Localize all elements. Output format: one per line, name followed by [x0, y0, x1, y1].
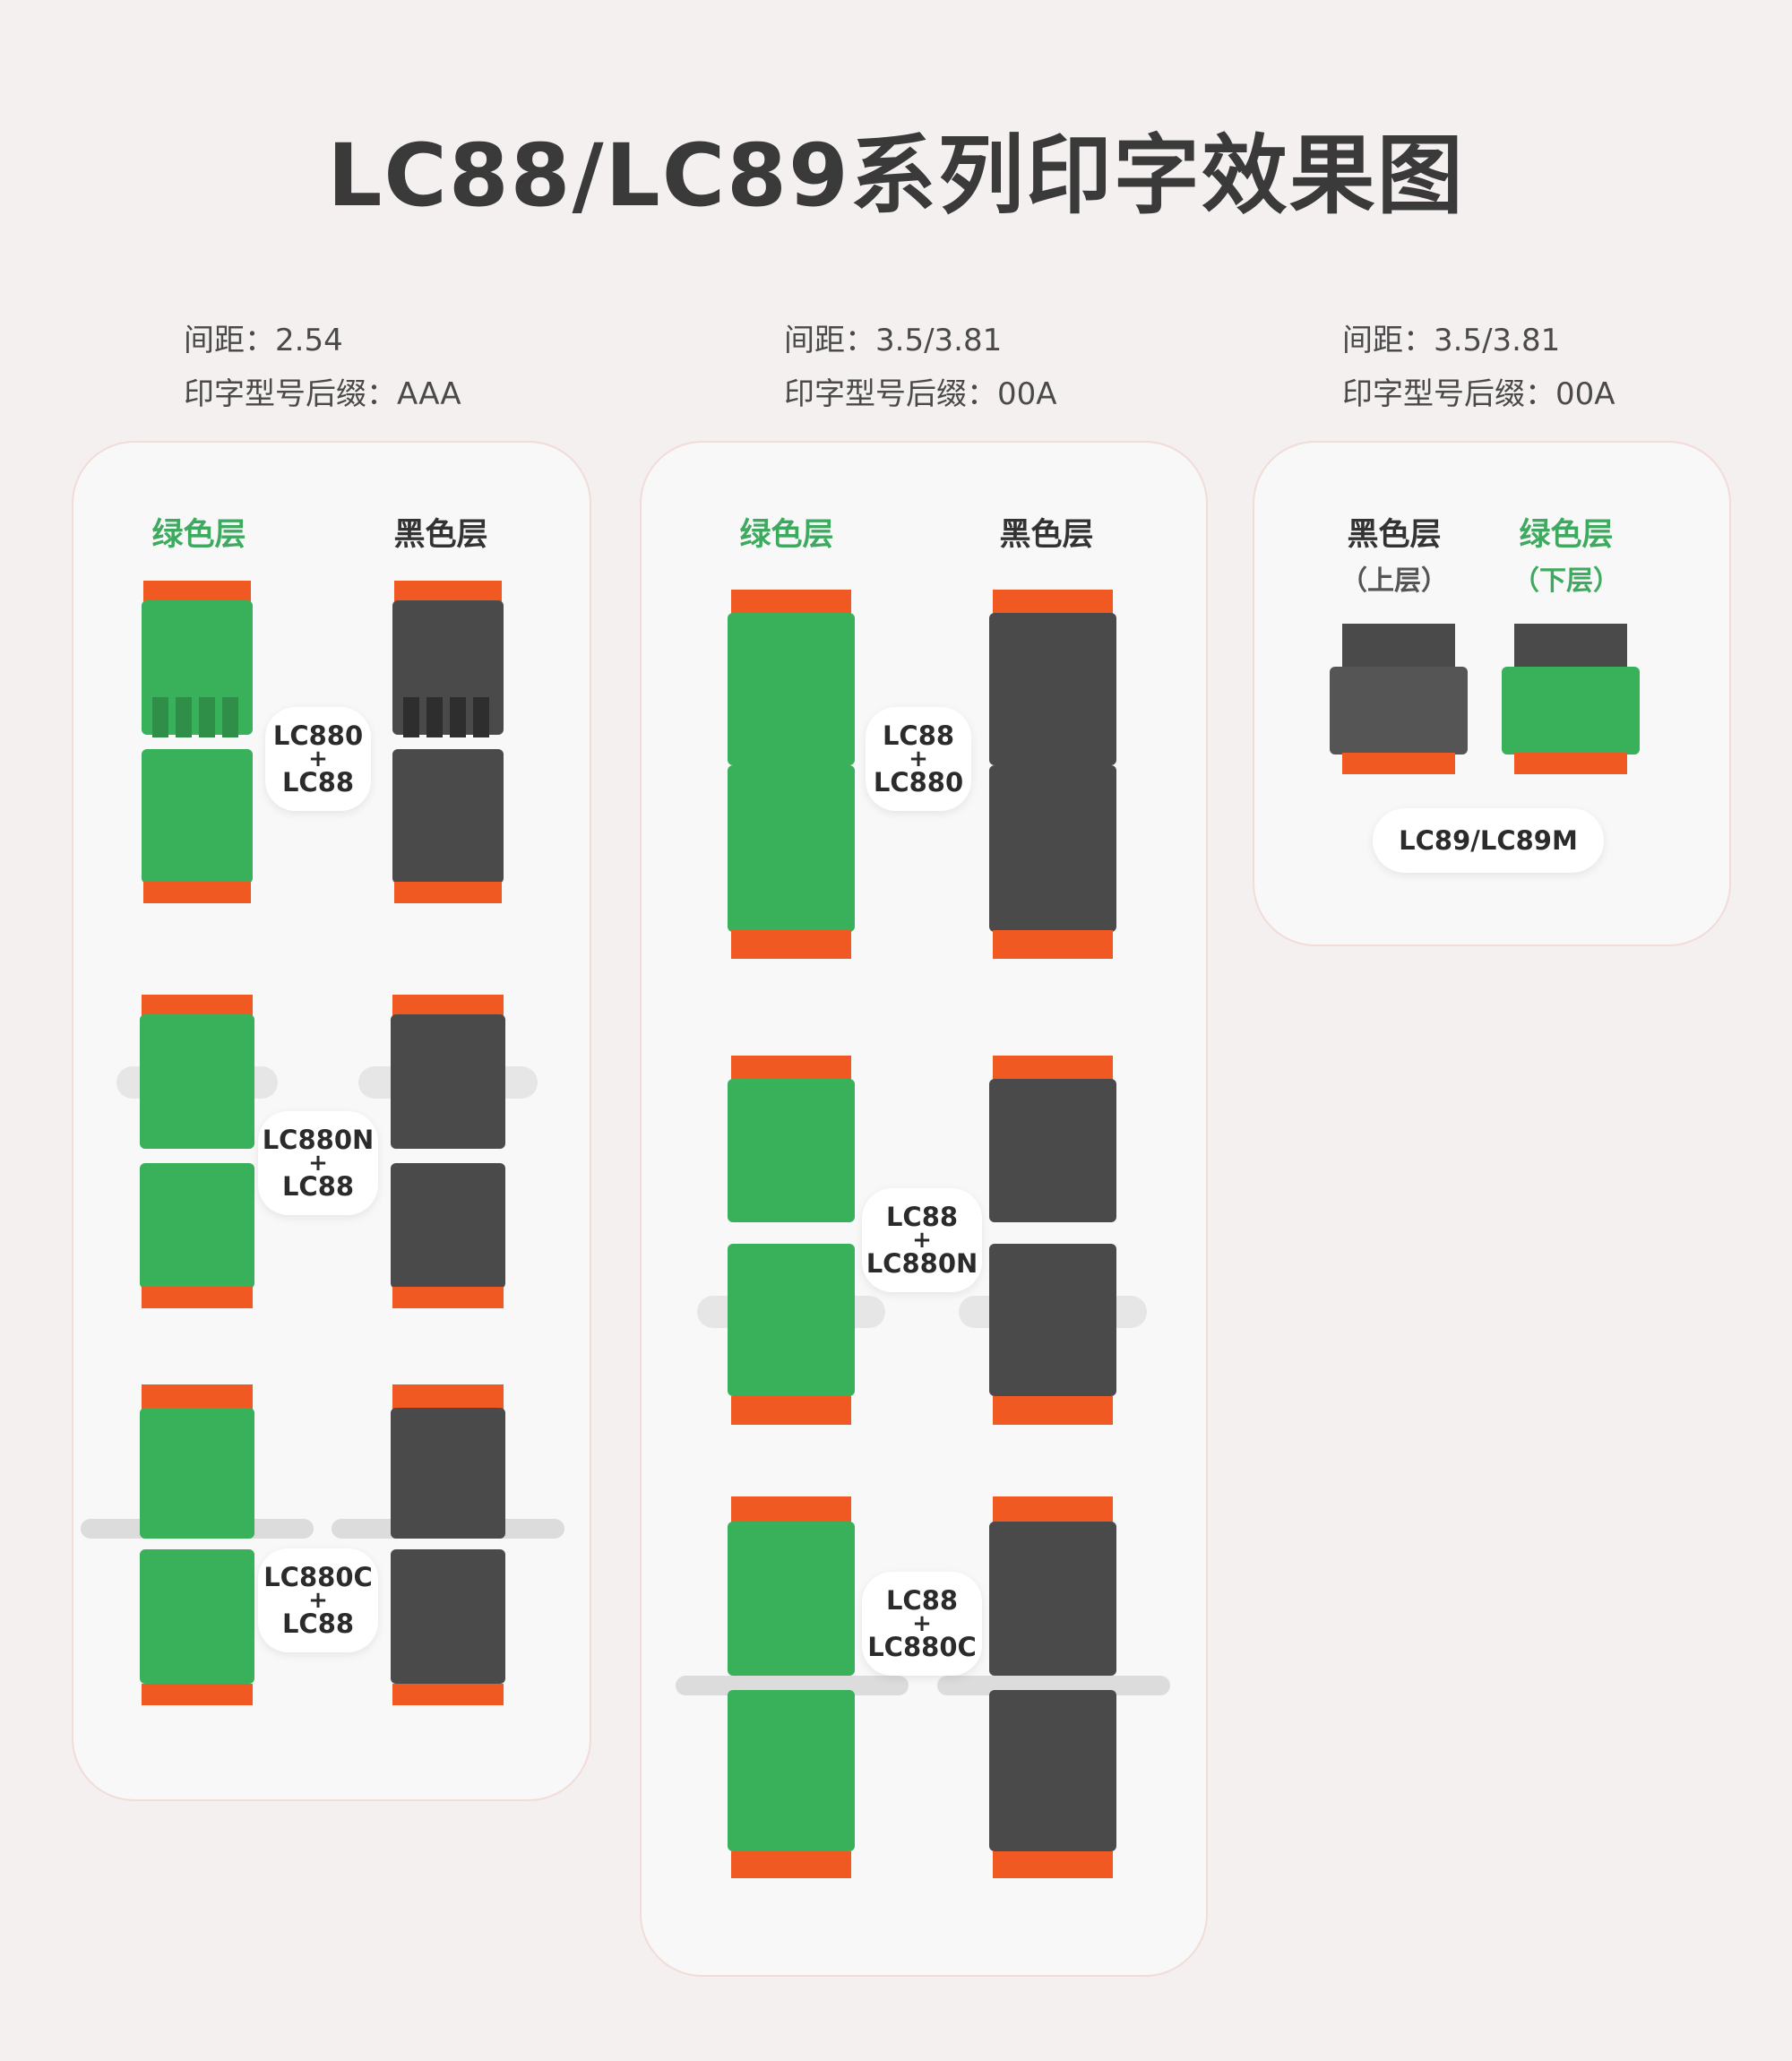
model-line2: LC880: [873, 767, 964, 798]
layer-label-green-lower: 绿色层 （下层）: [1477, 509, 1656, 598]
model-label: LC88 + LC880C: [862, 1572, 982, 1676]
model-line1: LC880N: [262, 1125, 375, 1155]
connector-image-black-lc88-lc880c: [937, 1496, 1170, 1882]
connector-image-green-lc88-lc880c: [676, 1496, 909, 1882]
column-3-specs: 间距：3.5/3.81 印字型号后缀：00A: [1342, 314, 1615, 421]
layer-name: 绿色层: [1519, 517, 1614, 553]
connector-image-lc89-black: [1330, 624, 1468, 776]
spacing-label: 间距：3.5/3.81: [784, 323, 1003, 358]
connector-image-black-lc88-lc880n: [959, 1056, 1147, 1425]
model-line1: LC880C: [263, 1562, 373, 1592]
connector-image-green-lc880c: [81, 1384, 314, 1707]
connector-image-black-lc88-lc880: [986, 590, 1120, 959]
model-line2: LC88: [281, 767, 355, 798]
plus-sign: +: [912, 1610, 932, 1637]
model-label: LC88 + LC880: [866, 707, 971, 811]
model-line2: LC880N: [866, 1248, 978, 1279]
model-line2: LC88: [281, 1608, 355, 1639]
layer-label-black: 黑色层: [999, 517, 1094, 553]
plus-sign: +: [308, 746, 328, 772]
column-2-specs: 间距：3.5/3.81 印字型号后缀：00A: [784, 314, 1057, 421]
layer-label-green: 绿色层: [739, 517, 834, 553]
page-title: LC88/LC89系列印字效果图: [327, 125, 1465, 226]
model-label: LC880N + LC88: [258, 1111, 378, 1215]
connector-image-green-lc88-lc880: [724, 590, 858, 959]
model-line1: LC880: [272, 720, 364, 751]
plus-sign: +: [308, 1150, 328, 1177]
connector-image-green-lc880n: [116, 995, 278, 1308]
spacing-label: 间距：3.5/3.81: [1342, 323, 1561, 358]
layer-label-green: 绿色层: [151, 517, 246, 553]
connector-image-black-lc880: [385, 581, 511, 903]
model-label-lc89: LC89/LC89M: [1373, 808, 1604, 873]
model-label: LC880 + LC88: [265, 707, 371, 811]
plus-sign: +: [909, 746, 928, 772]
connector-image-black-lc880c: [332, 1384, 564, 1707]
layer-sub: （上层）: [1340, 565, 1448, 597]
model-line1: LC88: [882, 720, 955, 751]
connector-image-lc89-green: [1502, 624, 1640, 776]
column-1-specs: 间距：2.54 印字型号后缀：AAA: [184, 314, 461, 421]
model-label: LC88 + LC880N: [862, 1188, 982, 1292]
connector-image-black-lc880n: [358, 995, 538, 1308]
suffix-label: 印字型号后缀：AAA: [184, 376, 461, 412]
layer-sub: （下层）: [1512, 565, 1620, 597]
suffix-label: 印字型号后缀：00A: [1342, 376, 1615, 412]
layer-label-black: 黑色层: [393, 517, 488, 553]
spacing-label: 间距：2.54: [184, 323, 343, 358]
model-line2: LC88: [281, 1171, 355, 1202]
plus-sign: +: [308, 1587, 328, 1614]
model-line2: LC880C: [867, 1632, 977, 1662]
layer-name: 黑色层: [1347, 517, 1442, 553]
connector-image-green-lc880: [134, 581, 260, 903]
suffix-label: 印字型号后缀：00A: [784, 376, 1057, 412]
connector-image-green-lc88-lc880n: [697, 1056, 885, 1425]
model-line1: LC88: [885, 1202, 959, 1232]
model-line1: LC88: [885, 1585, 959, 1616]
layer-label-black-upper: 黑色层 （上层）: [1305, 509, 1484, 598]
plus-sign: +: [912, 1227, 932, 1254]
model-label: LC880C + LC88: [258, 1548, 378, 1652]
